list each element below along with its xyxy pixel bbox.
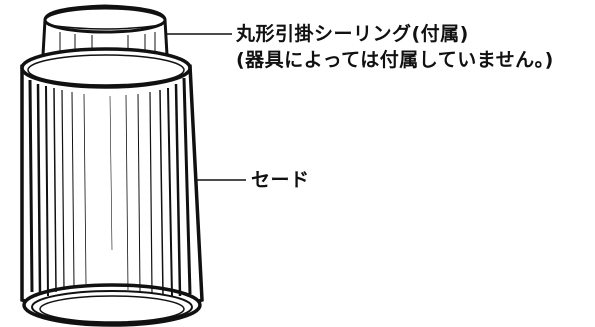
ring-note: (器具によっては付属していません。) [236,49,554,71]
shade-body [20,47,204,327]
shade-hatching [28,77,192,297]
ceiling-ring-part [41,4,169,56]
shade-label: セード [251,169,310,191]
ring-label: 丸形引掛シーリング(付属) [236,23,469,45]
